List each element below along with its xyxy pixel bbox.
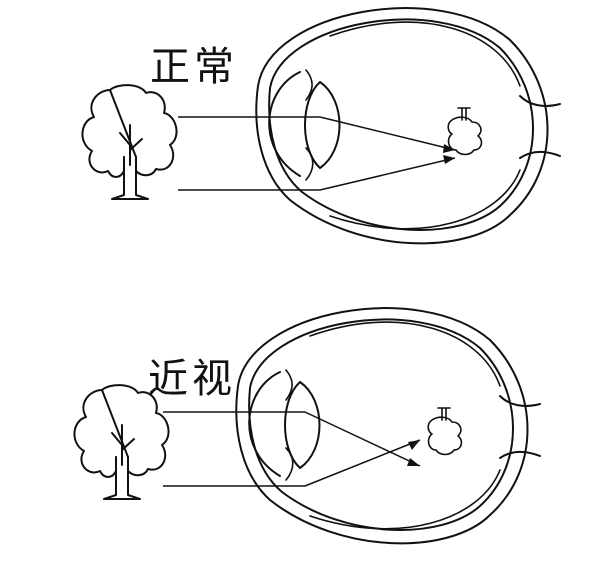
myopia-eye-diagram <box>73 307 541 545</box>
eye-cross-section <box>255 7 561 245</box>
tree-icon <box>73 384 170 500</box>
normal-eye-diagram <box>81 7 561 245</box>
normal-vision-label: 正常 <box>150 44 238 90</box>
tree-icon <box>81 84 178 200</box>
eye-cross-section <box>235 307 541 545</box>
myopia-label: 近视 <box>148 356 236 402</box>
